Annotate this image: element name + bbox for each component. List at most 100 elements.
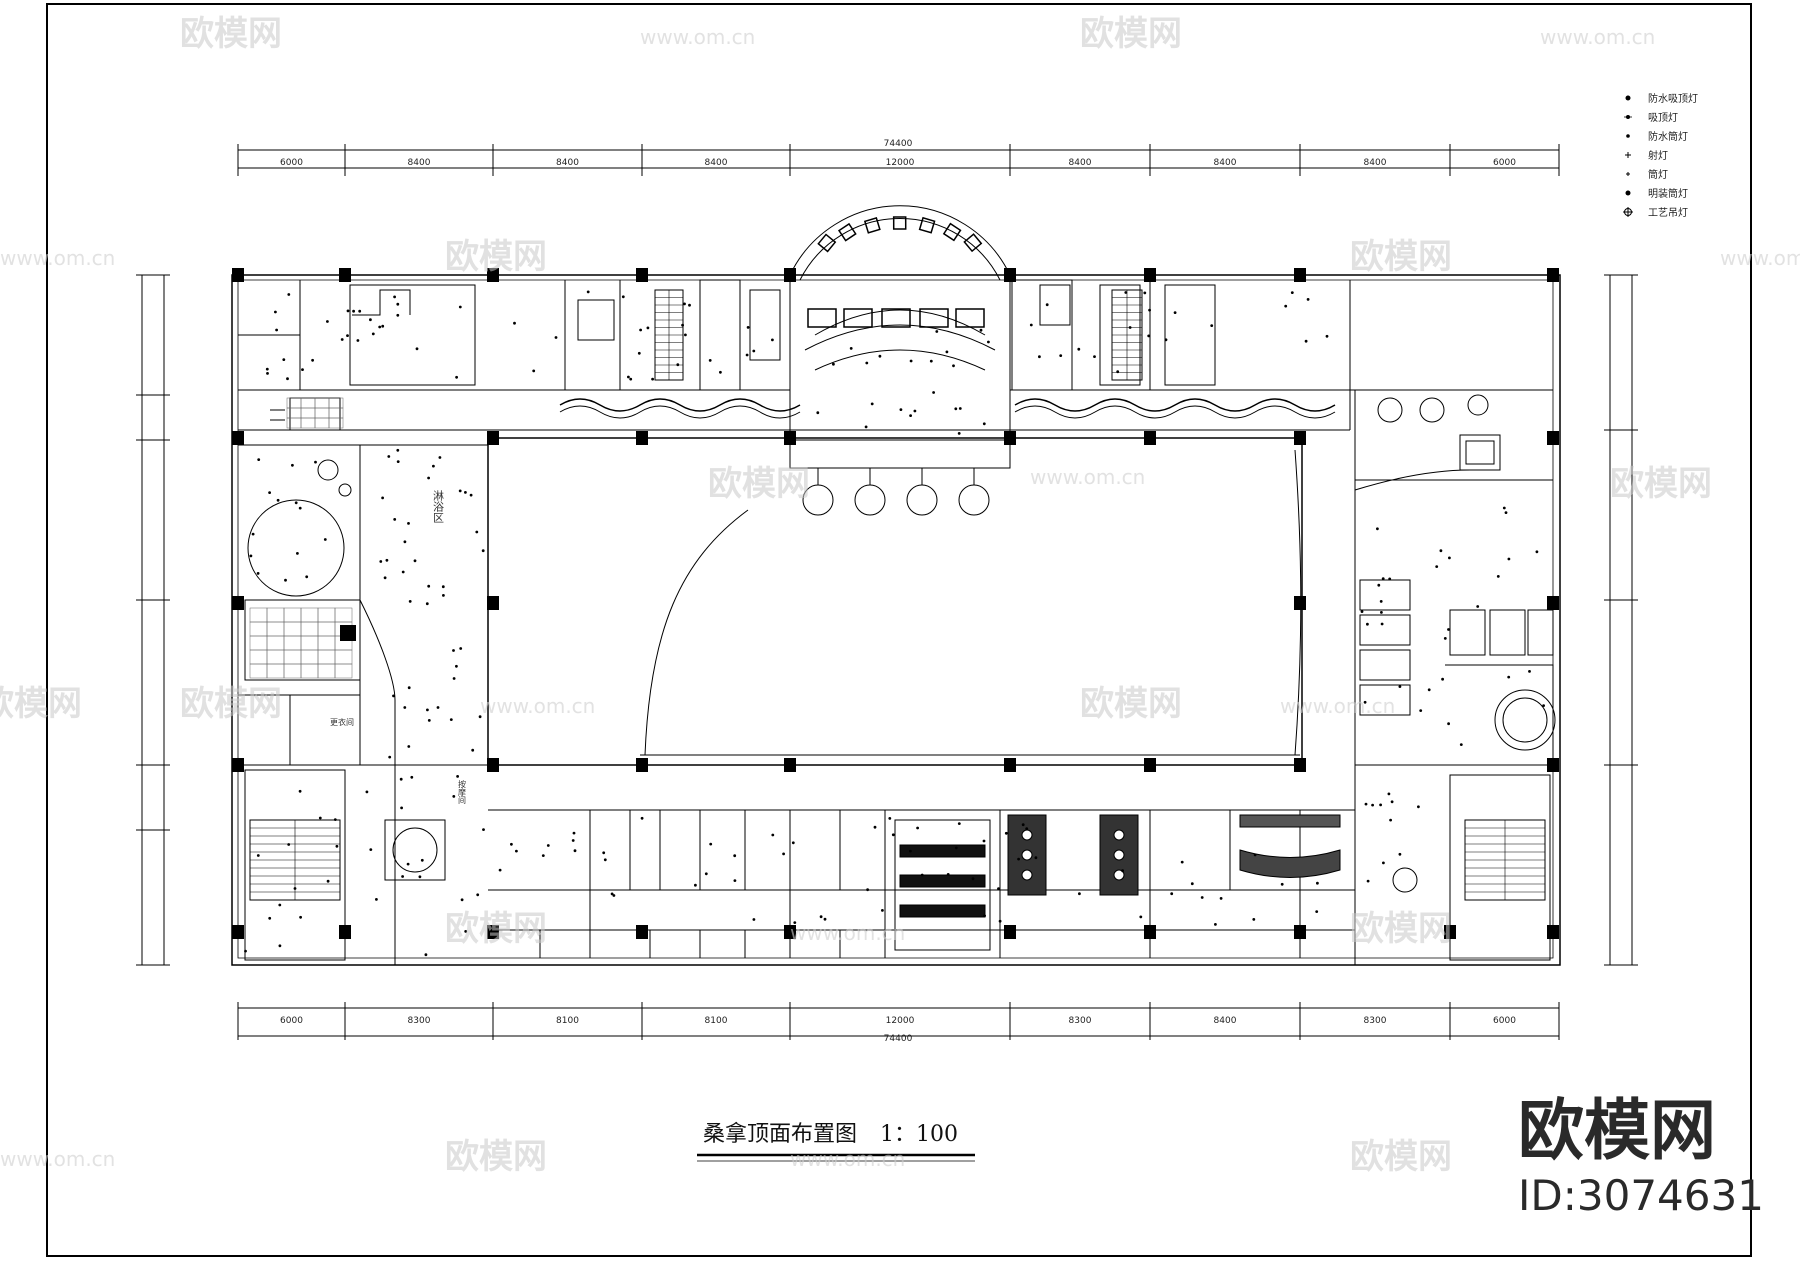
ceiling-light bbox=[1124, 291, 1128, 294]
ceiling-light bbox=[1364, 802, 1368, 806]
ceiling-light bbox=[452, 649, 455, 652]
ceiling-light bbox=[1388, 577, 1392, 581]
left-wing bbox=[238, 444, 488, 965]
ceiling-light bbox=[481, 549, 485, 553]
ceiling-light bbox=[998, 919, 1002, 923]
ceiling-light bbox=[932, 391, 935, 394]
ceiling-light bbox=[541, 854, 545, 857]
ceiling-light bbox=[954, 407, 958, 411]
ceiling-light bbox=[1219, 897, 1223, 900]
left-dimension-chain bbox=[136, 274, 170, 966]
ceiling-light bbox=[346, 334, 349, 337]
column bbox=[232, 758, 244, 772]
ceiling-light bbox=[1200, 896, 1204, 899]
column bbox=[1294, 925, 1306, 939]
ceiling-light bbox=[1004, 831, 1008, 835]
watermark-brand: 欧模网 bbox=[1350, 237, 1452, 277]
top-total-dim: 74400 bbox=[884, 139, 913, 149]
watermark-brand: 欧模网 bbox=[1350, 909, 1452, 949]
ceiling-light bbox=[1316, 881, 1319, 885]
tile bbox=[317, 621, 336, 637]
ceiling-light bbox=[1148, 308, 1151, 312]
ceiling-light bbox=[979, 328, 983, 332]
ceiling-light bbox=[346, 309, 350, 313]
bottom-segment-dim: 8100 bbox=[556, 1016, 579, 1026]
reception-counter bbox=[789, 439, 1011, 516]
ceiling-light bbox=[1381, 577, 1385, 580]
ceiling-light bbox=[278, 944, 282, 948]
ceiling-light bbox=[298, 789, 302, 793]
watermark-url: www.om.cn bbox=[790, 921, 905, 945]
tile bbox=[249, 635, 268, 651]
top-segment-dim: 8400 bbox=[705, 158, 728, 168]
ceiling-light bbox=[816, 411, 820, 415]
outer-frame bbox=[46, 3, 1752, 1257]
column bbox=[1004, 925, 1016, 939]
ceiling-light bbox=[432, 464, 435, 468]
tile bbox=[283, 663, 302, 679]
courtyard-curves bbox=[640, 449, 1302, 756]
ceiling-light bbox=[1315, 910, 1319, 913]
ceiling-light bbox=[1380, 611, 1383, 614]
ceiling-light bbox=[945, 350, 949, 354]
ceiling-light bbox=[681, 323, 684, 327]
top-segment-dim: 8400 bbox=[1069, 158, 1092, 168]
ceiling-light bbox=[646, 326, 650, 330]
ceiling-light bbox=[688, 303, 691, 307]
watermark-brand: 欧模网 bbox=[180, 684, 282, 724]
tile bbox=[249, 621, 268, 637]
stairwells bbox=[249, 289, 1546, 901]
watermark-url: www.om.cn bbox=[790, 1147, 905, 1171]
watermark-id: ID:3074631 bbox=[1518, 1171, 1764, 1220]
ceiling-light bbox=[982, 422, 986, 426]
ceiling-light bbox=[471, 748, 475, 752]
ceiling-light bbox=[256, 854, 260, 857]
tile bbox=[334, 649, 353, 665]
ceiling-light bbox=[275, 328, 278, 332]
legend-row: 工艺吊灯 bbox=[1623, 207, 1688, 219]
ceiling-light bbox=[1435, 565, 1439, 568]
column bbox=[636, 268, 648, 282]
ceiling-light bbox=[369, 318, 372, 322]
ceiling-light bbox=[1363, 700, 1367, 704]
ceiling-light bbox=[425, 602, 429, 606]
watermark-brand: 欧模网 bbox=[445, 237, 547, 277]
tile bbox=[300, 417, 316, 429]
ceiling-light bbox=[1306, 298, 1310, 301]
column bbox=[636, 925, 648, 939]
ceiling-light bbox=[865, 361, 869, 365]
ceiling-light bbox=[335, 844, 339, 848]
ceiling-light bbox=[276, 498, 280, 502]
ceiling-light bbox=[954, 846, 958, 850]
ceiling-light bbox=[1427, 688, 1431, 692]
watermark-url: www.om.cn bbox=[1030, 465, 1145, 489]
tile bbox=[300, 407, 316, 419]
ceiling-light bbox=[571, 839, 575, 842]
ceiling-light bbox=[427, 584, 431, 588]
ceiling-light bbox=[291, 463, 294, 467]
tile bbox=[286, 407, 302, 419]
ceiling-light bbox=[251, 532, 255, 536]
ceiling-light bbox=[1290, 291, 1294, 294]
watermark-brand: 欧模网 bbox=[708, 464, 810, 504]
tile bbox=[266, 621, 285, 637]
bay bbox=[881, 308, 911, 328]
bay bbox=[919, 308, 949, 328]
ceiling-light bbox=[1077, 347, 1081, 351]
ceiling-light bbox=[456, 775, 459, 778]
ceiling-light bbox=[274, 310, 277, 314]
ceiling-light bbox=[640, 816, 644, 820]
tile bbox=[300, 649, 319, 665]
window bbox=[863, 216, 881, 234]
ceiling-light bbox=[793, 921, 797, 924]
bottom-segment-dim: 6000 bbox=[280, 1016, 303, 1026]
ceiling-light bbox=[1379, 600, 1383, 603]
ceiling-light bbox=[427, 476, 430, 480]
ceiling-light bbox=[1419, 709, 1423, 712]
watermark-layer: 欧模网欧模网欧模网欧模网欧模网欧模网欧模网欧模网欧模网欧模网欧模网欧模网欧模网欧… bbox=[0, 14, 1800, 1177]
ceiling-light bbox=[1017, 857, 1020, 861]
ceiling-light bbox=[381, 496, 384, 500]
ceiling-light bbox=[418, 875, 422, 879]
tile bbox=[300, 635, 319, 651]
tile bbox=[300, 607, 319, 623]
